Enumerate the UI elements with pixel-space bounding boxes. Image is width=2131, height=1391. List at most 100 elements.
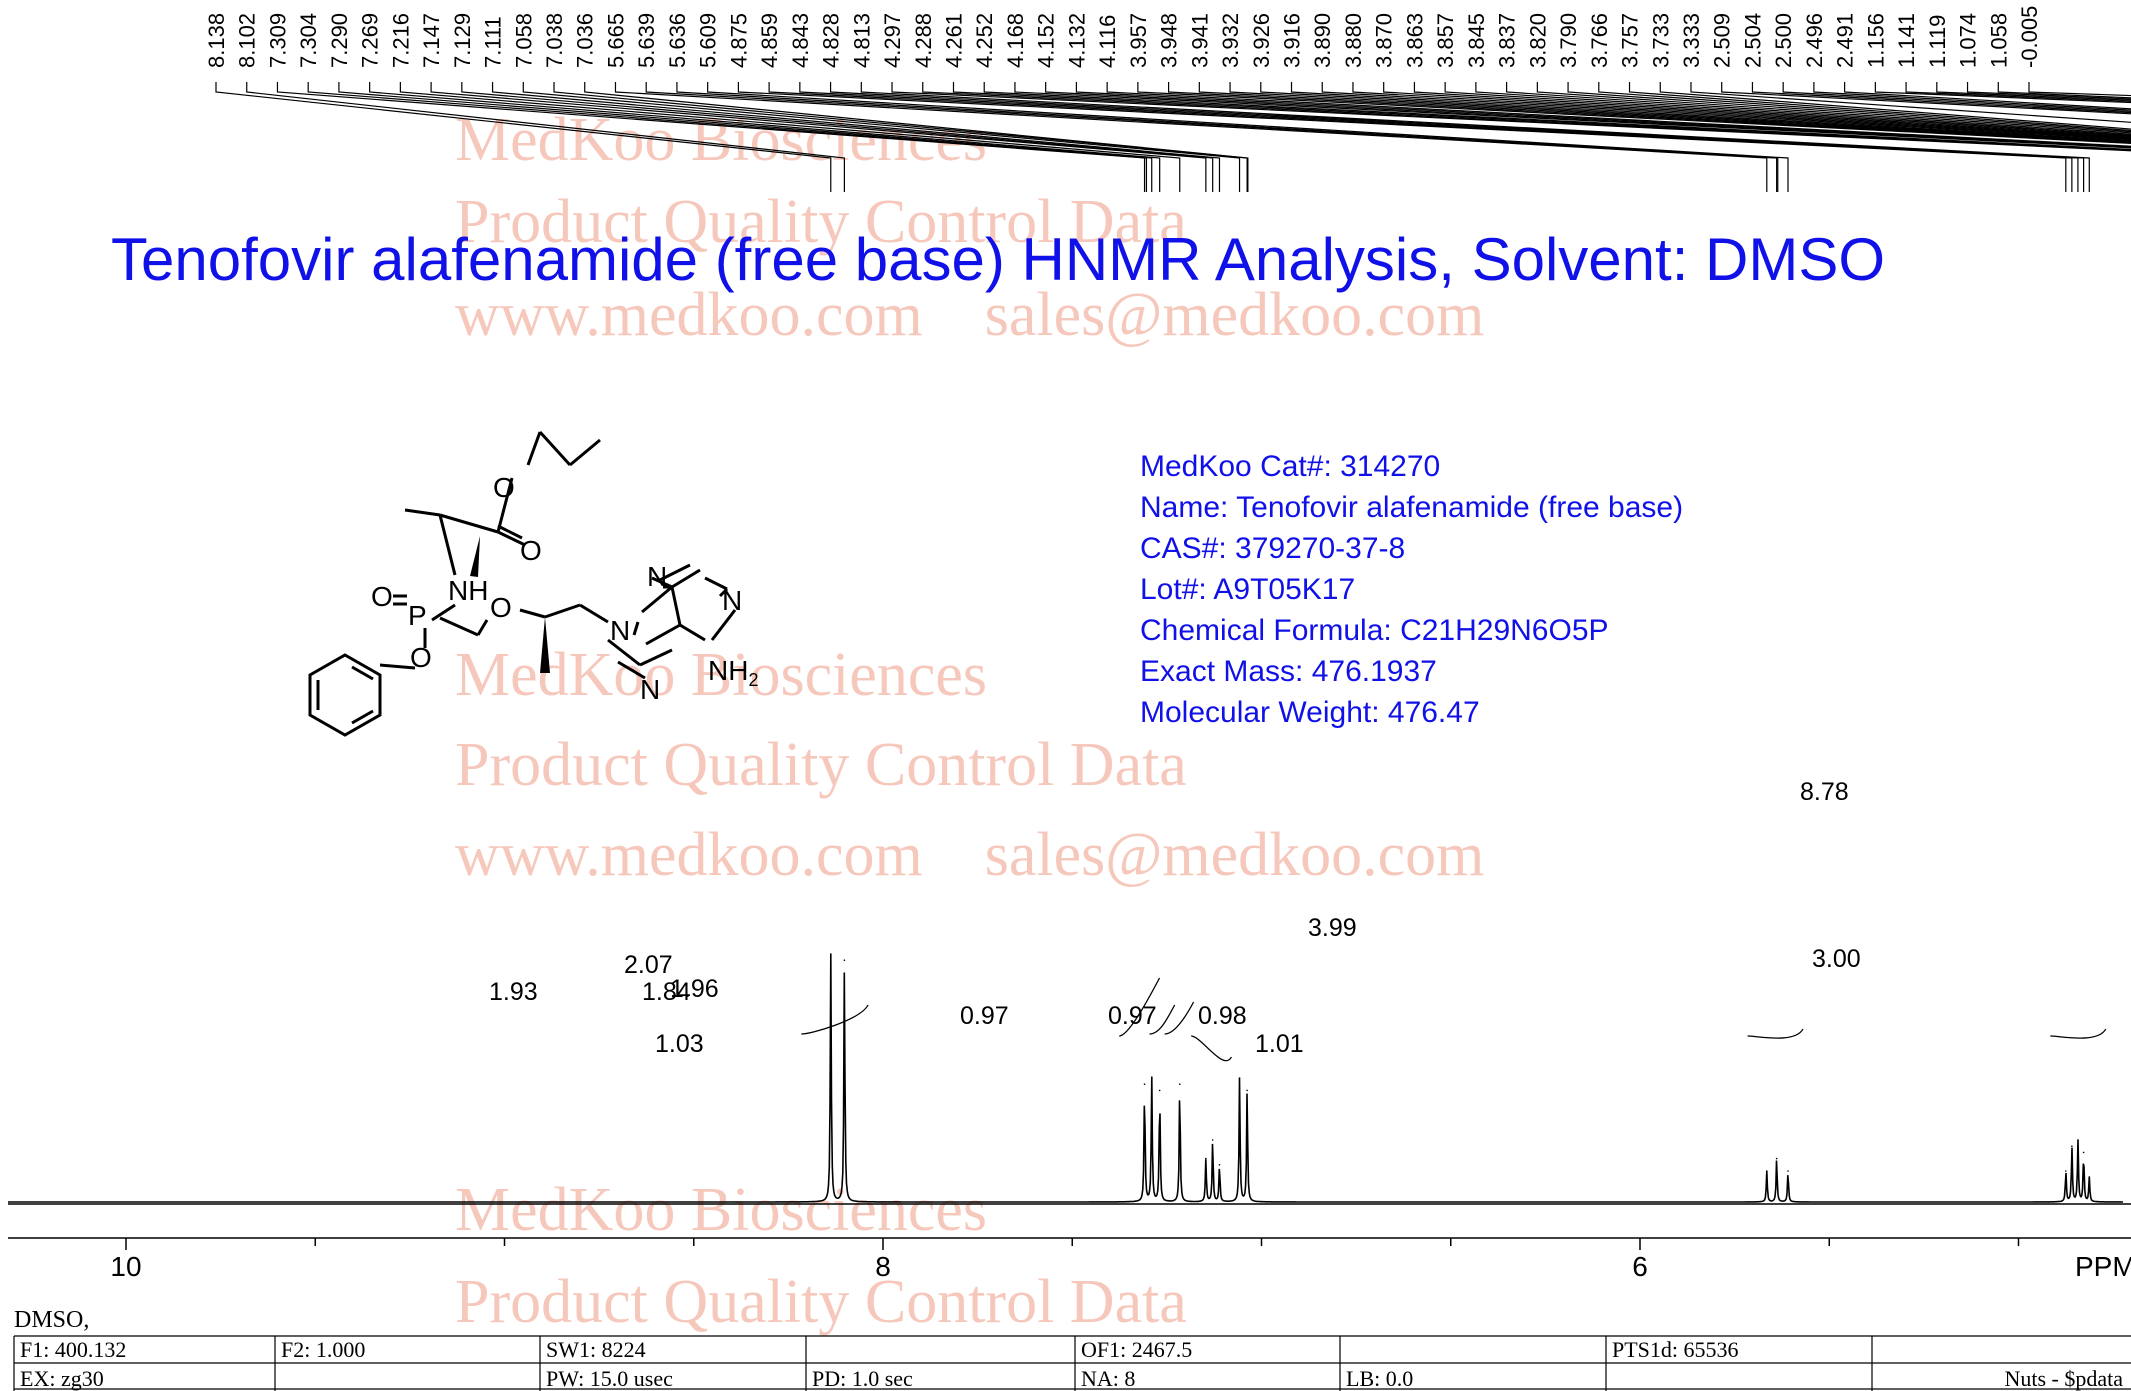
integral-curve — [1747, 1028, 1804, 1039]
peak-label: 8.138 — [204, 13, 229, 68]
peak-label-leader — [1014, 82, 2131, 149]
peak-label: 7.304 — [296, 13, 321, 68]
peak-label: -0.005 — [2017, 6, 2042, 68]
bond — [404, 508, 441, 517]
peak-marker — [1158, 1089, 1161, 1092]
peak-label-leader — [1045, 82, 2131, 148]
peak-label: 2.509 — [1710, 13, 1735, 68]
bond — [579, 603, 609, 624]
peak-label-leader — [768, 82, 2073, 192]
peak-label: 3.870 — [1372, 13, 1397, 68]
peak-marker — [2071, 1145, 2073, 1147]
bond — [351, 665, 374, 681]
peak-label-leader — [1782, 82, 2131, 113]
integral-curve — [2050, 1028, 2107, 1039]
peak-label: 2.496 — [1802, 13, 1827, 68]
peak-marker — [1218, 1164, 1221, 1166]
peak-label: 4.875 — [726, 13, 751, 68]
peak-label-leader — [1751, 82, 2131, 114]
peak-marker — [1143, 1083, 1146, 1085]
integral-label: 8.78 — [1800, 778, 1849, 806]
peak-marker — [2082, 1151, 2085, 1154]
peak-label: 4.813 — [849, 13, 874, 68]
bond — [641, 585, 673, 614]
peak-label-leader — [737, 82, 2067, 192]
peak-label: 1.119 — [1925, 15, 1950, 68]
integral-curve — [1190, 1035, 1233, 1062]
peak-label-leader — [491, 82, 1221, 192]
peak-label: 7.147 — [419, 13, 444, 68]
peak-marker — [843, 959, 846, 961]
peak-label: 4.859 — [757, 13, 782, 68]
watermark-line1c: MedKoo Biosciences — [455, 1176, 987, 1244]
atom-nh2-subscript: 2 — [748, 670, 758, 690]
peak-label: 3.941 — [1187, 13, 1212, 68]
peak-label-leader — [2028, 82, 2131, 97]
peak-label: 4.843 — [788, 13, 813, 68]
info-exact-mass: Exact Mass: 476.1937 — [1140, 655, 1437, 688]
atom-n7: N — [640, 674, 660, 705]
integral-label: 1.01 — [1255, 1030, 1304, 1058]
peak-label-leader — [461, 82, 1214, 192]
wedge-bond — [540, 617, 550, 673]
atom-o-phenoxy: O — [410, 642, 432, 673]
peak-label-leader — [1598, 82, 2131, 133]
bond — [351, 709, 374, 725]
integral-label: 2.07 — [624, 951, 673, 979]
peak-label: 7.111 — [481, 16, 506, 68]
peak-label-leader — [1844, 82, 2131, 110]
bond — [438, 514, 457, 576]
integral-curve — [1119, 977, 1161, 1037]
atom-nh2-main: NH — [708, 655, 748, 686]
watermark-line3b: www.medkoo.com sales@medkoo.com — [455, 821, 1484, 889]
peak-label: 4.132 — [1064, 13, 1089, 68]
peak-label-leader — [983, 82, 2131, 151]
peak-label-leader — [1321, 82, 2131, 141]
peak-label-leader — [645, 82, 1778, 192]
integral-label: 0.98 — [1198, 1002, 1247, 1030]
bond — [670, 586, 682, 626]
peak-label-leader — [307, 82, 1148, 192]
info-mw: Molecular Weight: 476.47 — [1140, 696, 1480, 729]
integral-label: 3.99 — [1308, 914, 1357, 942]
peak-label: 5.636 — [665, 13, 690, 68]
peak-label: 8.102 — [235, 13, 260, 68]
peak-label-leader — [1874, 82, 2131, 104]
watermark-line2: Product Quality Control Data — [455, 188, 1187, 256]
peak-marker — [1765, 1170, 1768, 1172]
watermark-line3: www.medkoo.com sales@medkoo.com — [455, 281, 1484, 349]
peak-label: 3.766 — [1587, 13, 1612, 68]
peak-label: 4.252 — [972, 13, 997, 68]
atom-n1: N — [722, 585, 742, 616]
peak-label-leader — [860, 82, 2090, 192]
peak-label-leader — [1413, 82, 2131, 139]
peak-label: 7.290 — [327, 13, 352, 68]
peak-label-leader — [1444, 82, 2131, 138]
info-lot: Lot#: A9T05K17 — [1140, 573, 1355, 606]
info-name: Name: Tenofovir alafenamide (free base) — [1140, 491, 1683, 524]
peak-label: 3.820 — [1525, 13, 1550, 68]
peak-marker — [2088, 1176, 2091, 1178]
peak-label-leader — [1936, 82, 2131, 101]
integral-label: 1.96 — [670, 975, 719, 1003]
x-tick-label: 8 — [875, 1251, 891, 1282]
info-cas: CAS#: 379270-37-8 — [1140, 532, 1405, 565]
peak-label: 7.269 — [358, 13, 383, 68]
peak-label-leader — [1167, 82, 2131, 144]
bond — [538, 430, 572, 467]
structure-labels: O O NH O P O O N N N N NH2 — [371, 472, 758, 705]
info-cat: MedKoo Cat#: 314270 — [1140, 450, 1440, 483]
compound-info: MedKoo Cat#: 314270 Name: Tenofovir alaf… — [1140, 450, 1683, 729]
peak-label-leader — [584, 82, 1249, 192]
integral-label: 1.93 — [489, 978, 538, 1006]
bond — [710, 609, 737, 641]
peak-label: 3.948 — [1157, 13, 1182, 68]
peak-marker — [1787, 1170, 1789, 1172]
peak-label: 3.880 — [1341, 13, 1366, 68]
peak-label: 1.156 — [1863, 13, 1888, 68]
footer-solvent: DMSO, — [14, 1307, 89, 1333]
peak-label: 1.141 — [1894, 13, 1919, 68]
peak-label-leader — [1475, 82, 2131, 137]
